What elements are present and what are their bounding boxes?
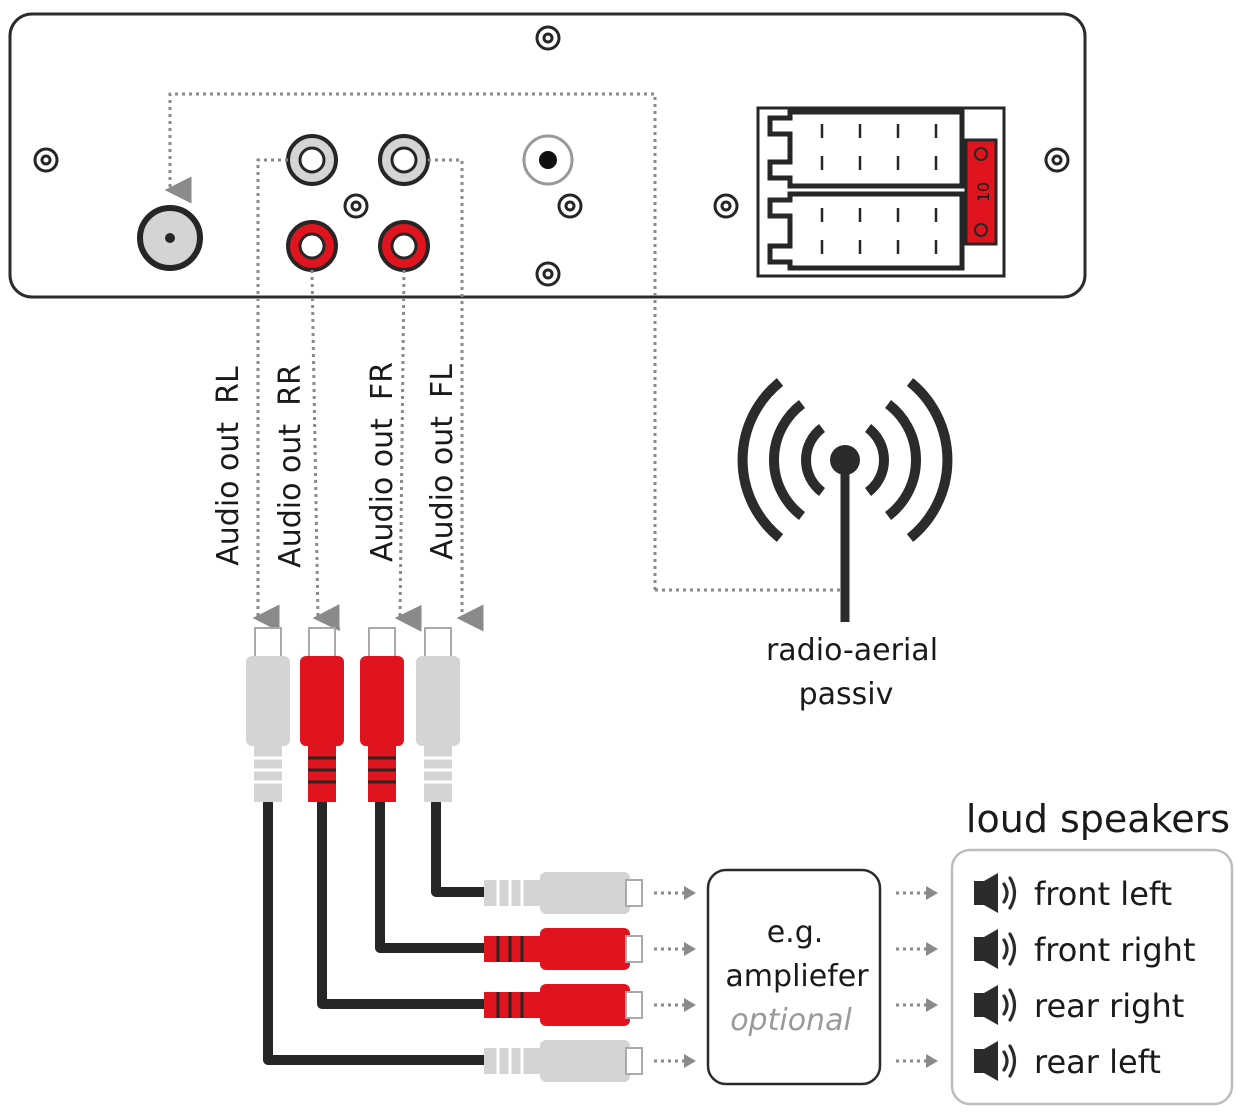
speaker-row-front-left: front left xyxy=(972,871,1172,915)
speakers-title: loud speakers xyxy=(966,797,1230,841)
screw-icon xyxy=(535,25,561,51)
arrow-icon xyxy=(894,884,940,902)
amplifier-line1: e.g. xyxy=(767,915,824,950)
antenna-socket xyxy=(137,205,203,271)
speaker-label: rear right xyxy=(1034,987,1184,1025)
rca-cables xyxy=(263,800,486,1065)
rca-plug-out-fl xyxy=(484,872,643,914)
rca-plug-out-rr xyxy=(484,984,643,1026)
arrow-icon xyxy=(652,884,698,902)
arrow-icon xyxy=(894,940,940,958)
iso-connector: 10 xyxy=(756,106,1006,278)
rca-plug-fl xyxy=(416,627,460,802)
signal-lines xyxy=(164,92,840,632)
arrow-icon xyxy=(652,940,698,958)
audio-out-rl-label: Audio outRL xyxy=(211,366,246,566)
screw-icon xyxy=(557,193,583,219)
speaker-label: rear left xyxy=(1034,1043,1161,1081)
arrow-icon xyxy=(652,1052,698,1070)
speaker-row-rear-left: rear left xyxy=(972,1039,1161,1083)
amplifier-optional: optional xyxy=(730,1003,852,1038)
fuse-label: 10 xyxy=(974,182,993,202)
audio-out-rr-label: Audio outRR xyxy=(273,364,308,568)
rca-jack-icon xyxy=(286,134,338,186)
screw-icon xyxy=(343,193,369,219)
rca-jack-icon xyxy=(378,220,430,272)
screw-icon xyxy=(33,147,59,173)
rca-plug-fr xyxy=(360,627,404,802)
rca-plug-rr xyxy=(300,627,344,802)
rca-plug-out-rl xyxy=(484,1040,643,1082)
screw-icon xyxy=(1044,147,1070,173)
rca-jack-icon xyxy=(378,134,430,186)
rca-plug-rl xyxy=(246,627,290,802)
arrow-icon xyxy=(894,996,940,1014)
rca-jack-icon xyxy=(286,220,338,272)
antenna-signal-icon xyxy=(737,378,953,622)
antenna-label-line1: radio-aerial xyxy=(766,633,938,668)
rca-plug-out-fr xyxy=(484,928,643,970)
screw-icon xyxy=(535,261,561,287)
arrow-icon xyxy=(894,1052,940,1070)
arrow-icon xyxy=(652,996,698,1014)
audio-out-fr-label: Audio outFR xyxy=(365,362,400,562)
speaker-label: front right xyxy=(1034,931,1195,969)
speaker-row-front-right: front right xyxy=(972,927,1195,971)
amplifier-box xyxy=(706,868,882,1086)
audio-out-fl-label: Audio outFL xyxy=(425,364,460,560)
speaker-row-rear-right: rear right xyxy=(972,983,1184,1027)
speaker-label: front left xyxy=(1034,875,1172,913)
antenna-label-line2: passiv xyxy=(799,677,894,712)
amplifier-line2: ampliefer xyxy=(725,959,869,994)
screw-icon xyxy=(713,193,739,219)
aux-jack-icon xyxy=(522,134,574,186)
speakers-box xyxy=(950,848,1234,1106)
